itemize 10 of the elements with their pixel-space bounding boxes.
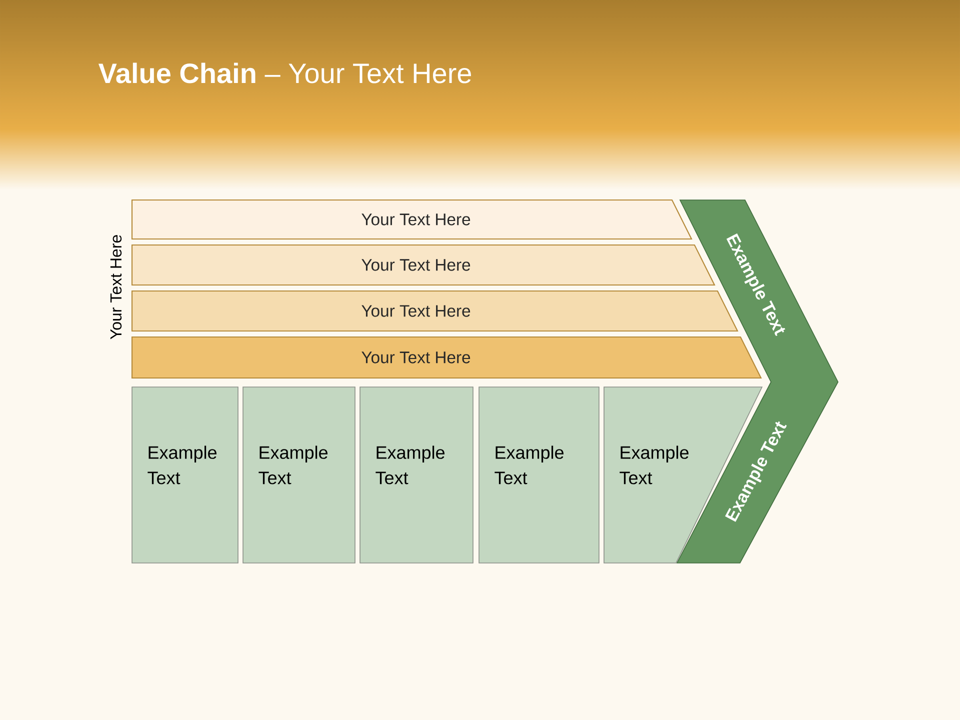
activity-box: Example Text (132, 386, 238, 564)
ribbon-band: Your Text Here (131, 290, 738, 332)
activity-box: Example Text (360, 386, 474, 564)
ribbon-band: Your Text Here (131, 336, 762, 379)
title: Value Chain – Your Text Here (98, 62, 471, 84)
axis-label: Your Text Here (110, 235, 122, 340)
activity-box: Example Text (242, 386, 356, 564)
ribbon-band: Your Text Here (131, 199, 692, 240)
ribbon-band: Your Text Here (131, 244, 716, 286)
activity-box: Example Text (478, 386, 600, 564)
